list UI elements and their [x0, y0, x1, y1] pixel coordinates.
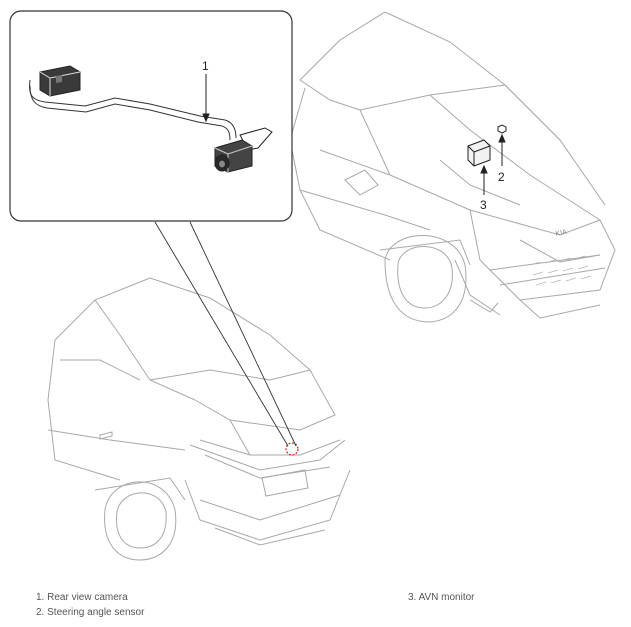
legend-item-avn-monitor: 3. AVN monitor	[408, 592, 475, 603]
leader-lines-front	[480, 133, 506, 195]
callout-2: 2	[498, 170, 505, 184]
camera-connector-icon	[39, 65, 81, 97]
front-car-outline	[289, 11, 616, 323]
rear-car-outline	[47, 277, 351, 561]
front-grille-pattern	[529, 255, 592, 286]
detail-inset-frame	[9, 10, 293, 222]
steering-angle-sensor-icon	[497, 124, 507, 134]
component-location-diagram: KIA 2 3	[9, 10, 616, 561]
leader-line-1	[202, 74, 210, 123]
legend-right-column: 3. AVN monitor	[408, 590, 475, 605]
inset-leader-lines	[154, 221, 297, 447]
legend-item-steering-angle-sensor: 2. Steering angle sensor	[36, 607, 145, 618]
rear-view-camera-harness	[29, 79, 237, 141]
rear-view-camera-icon	[214, 127, 273, 173]
legend-left-column: 1. Rear view camera 2. Steering angle se…	[36, 590, 144, 620]
legend-item-rear-view-camera: 1. Rear view camera	[36, 592, 128, 603]
callout-1: 1	[202, 59, 209, 73]
callout-3: 3	[480, 198, 487, 212]
rear-camera-highlight	[285, 442, 299, 456]
avn-monitor-icon	[467, 139, 491, 167]
front-badge-icon: KIA	[555, 229, 568, 238]
